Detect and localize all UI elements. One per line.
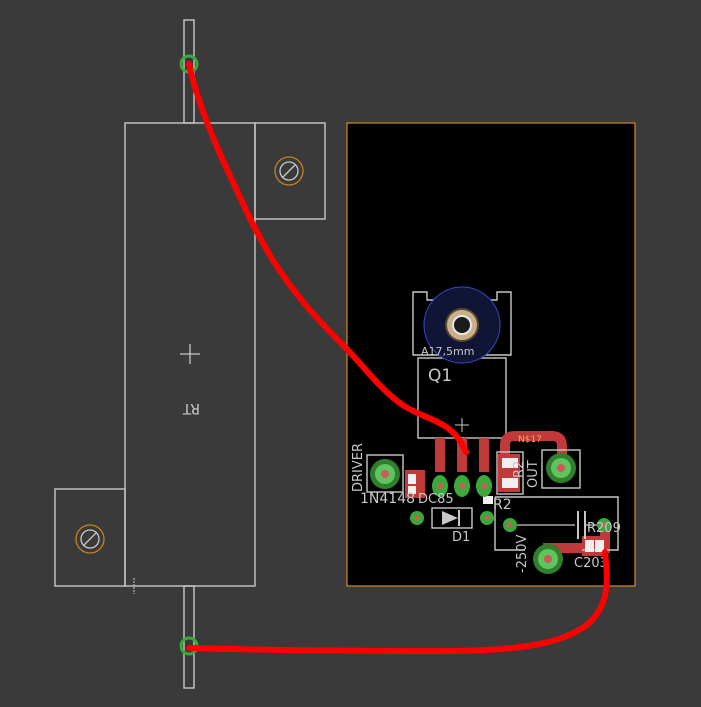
c203-capacitor[interactable] bbox=[494, 496, 619, 552]
heatsink-bottom-tab bbox=[54, 488, 126, 587]
net-label: N$17 bbox=[518, 435, 542, 445]
d1-name-label: D1 bbox=[452, 530, 470, 545]
out-label: OUT bbox=[526, 460, 541, 488]
q1-value-label: A17,5mm bbox=[421, 345, 474, 358]
r209-pad[interactable] bbox=[597, 518, 611, 532]
r2-name-label: R2 bbox=[493, 497, 512, 513]
origin-marker-icon bbox=[126, 578, 142, 594]
driver-pad[interactable] bbox=[370, 459, 400, 489]
pads[interactable] bbox=[370, 453, 611, 574]
heatsink-top-tab bbox=[254, 122, 326, 220]
q1-pin-pad[interactable] bbox=[454, 475, 470, 497]
d1-diode[interactable] bbox=[431, 507, 473, 529]
cap-small-pad[interactable] bbox=[503, 518, 517, 532]
cap-pad[interactable] bbox=[533, 544, 563, 574]
q1-pin-pad[interactable] bbox=[476, 475, 492, 497]
r209-label: R209 bbox=[587, 521, 621, 536]
wire-bottom[interactable] bbox=[186, 549, 610, 654]
diode-value-label: 1N4148 bbox=[360, 491, 415, 507]
heatsink-body[interactable] bbox=[124, 122, 256, 587]
pcb-board[interactable]: A17,5mm Q1 bbox=[346, 122, 636, 587]
r2-value-label: R2 bbox=[512, 461, 527, 478]
cap-voltage-label: -250V bbox=[515, 534, 530, 573]
wire-top[interactable] bbox=[186, 61, 469, 455]
out-pad[interactable] bbox=[546, 453, 576, 483]
d1-pad[interactable] bbox=[480, 511, 494, 525]
heatsink-label: RT bbox=[182, 400, 200, 416]
c203-label: C203 bbox=[574, 556, 608, 571]
driver-label: DRIVER bbox=[351, 443, 366, 492]
d1-pad[interactable] bbox=[410, 511, 424, 525]
r2-outline bbox=[496, 451, 524, 495]
crosshair-icon bbox=[180, 344, 200, 364]
mount-hole-icon bbox=[274, 156, 304, 186]
mount-hole-icon bbox=[75, 524, 105, 554]
out-connector-outline bbox=[541, 449, 581, 489]
heatsink-assembly[interactable]: RT bbox=[54, 19, 326, 689]
q1-name-label: Q1 bbox=[428, 366, 452, 386]
driver-connector-outline bbox=[366, 454, 404, 493]
diode-value-label-2: DC85 bbox=[418, 492, 454, 507]
wires[interactable] bbox=[186, 61, 610, 654]
q1-pin-pad[interactable] bbox=[432, 475, 448, 497]
